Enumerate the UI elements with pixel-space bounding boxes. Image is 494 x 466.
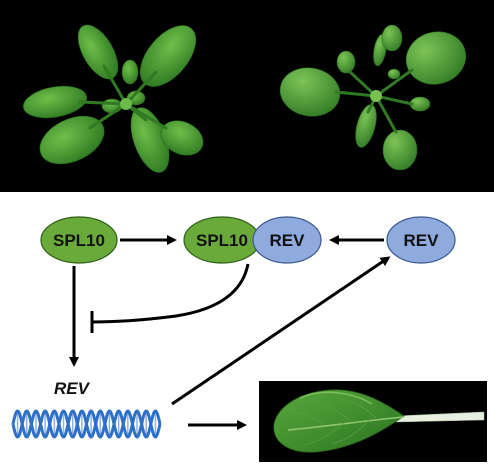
complex-spl10-label: SPL10 (196, 231, 248, 250)
leaf-photo-panel (259, 381, 487, 462)
complex-spl10-node: SPL10 (183, 216, 261, 264)
rosette-photo-panel (0, 0, 494, 192)
right-rosette (279, 24, 467, 171)
complex-rev-node: REV (252, 216, 322, 264)
spl10-node: SPL10 (40, 216, 118, 264)
inhibition-complex-to-gene (90, 263, 250, 333)
dna-strand-b (11, 409, 162, 439)
dna-double-helix-icon (11, 409, 162, 439)
spl10-rev-complex: SPL10 REV (183, 216, 322, 264)
rev-protein-label: REV (404, 231, 440, 250)
single-leaf (273, 389, 485, 453)
spl10-node-label: SPL10 (53, 231, 105, 250)
left-rosette (23, 24, 204, 173)
rev-gene-label: REV (54, 379, 91, 398)
rev-protein-node: REV (386, 216, 456, 264)
arrow-gene-to-rev-protein (171, 256, 391, 406)
complex-rev-label: REV (270, 231, 306, 250)
